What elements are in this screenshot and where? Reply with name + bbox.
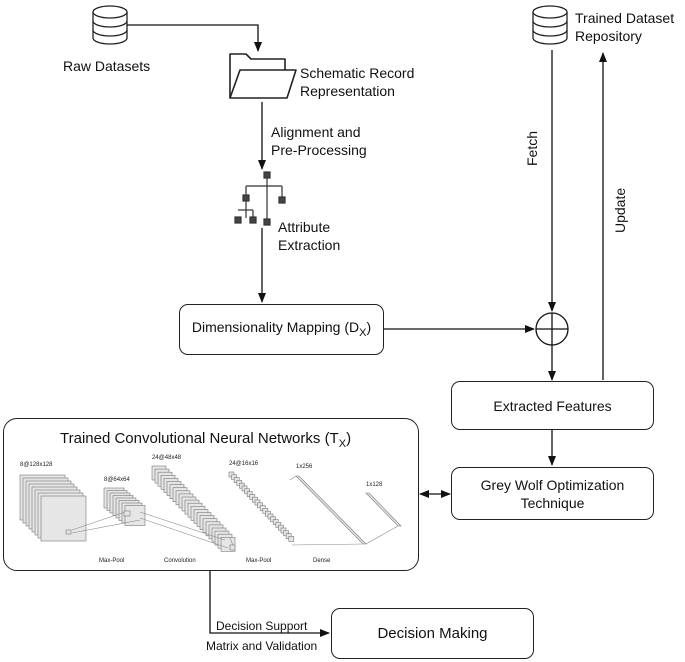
schematic-record-label: Schematic Record Representation <box>300 64 414 100</box>
schematic-record-line2: Representation <box>300 83 395 99</box>
cnn-box <box>3 418 419 571</box>
cnn-connection <box>71 511 126 531</box>
extracted-features-box: Extracted Features <box>451 381 654 430</box>
arrow-cnn-to-decision <box>209 571 330 637</box>
extracted-features-label: Extracted Features <box>493 397 612 414</box>
fetch-label: Fetch <box>524 130 540 166</box>
decision-making-box: Decision Making <box>331 608 534 659</box>
cnn-connection <box>71 519 141 534</box>
dimensionality-mapping-box: Dimensionality Mapping (DX) <box>179 304 384 355</box>
grey-wolf-box: Grey Wolf Optimization Technique <box>451 467 654 520</box>
decision-support-label: Decision Support Matrix and Validation <box>206 616 317 656</box>
cnn-kernel-1 <box>65 529 72 535</box>
cnn-title: Trained Convolutional Neural Networks (T… <box>60 430 352 450</box>
cnn-map-stack1 <box>40 495 87 542</box>
cnn-size-4: 1x256 <box>296 464 313 470</box>
update-label: Update <box>612 187 628 233</box>
folder-icon <box>229 53 297 99</box>
circle-plus-icon <box>535 312 569 346</box>
cnn-layer-name-1: Convolution <box>164 558 196 564</box>
attribute-line1: Attribute <box>278 219 331 235</box>
cnn-dense-2 <box>365 492 402 527</box>
cnn-layer-name-3: Dense <box>313 558 331 564</box>
cnn-illustration <box>19 465 402 552</box>
raw-datasets-database-icon <box>92 5 128 45</box>
cnn-connection <box>289 475 297 481</box>
cnn-connection <box>139 517 229 549</box>
alignment-label: Alignment and Pre-Processing <box>271 123 367 159</box>
decision-support-line2: Matrix and Validation <box>206 639 318 653</box>
cnn-size-3: 24@16x16 <box>229 461 259 467</box>
cnn-size-5: 1x128 <box>366 482 383 488</box>
alignment-line1: Alignment and <box>271 124 361 140</box>
cnn-connection <box>291 543 364 546</box>
raw-datasets-label: Raw Datasets <box>63 58 151 74</box>
dimensionality-mapping-label: Dimensionality Mapping (DX) <box>191 318 372 339</box>
attribute-line2: Extraction <box>278 237 341 253</box>
grey-wolf-line2: Technique <box>520 494 585 511</box>
schematic-record-line1: Schematic Record <box>300 65 415 81</box>
cnn-size-0: 8@128x128 <box>20 462 53 468</box>
attribute-label: Attribute Extraction <box>278 218 340 254</box>
alignment-line2: Pre-Processing <box>271 142 367 158</box>
cnn-kernel-2 <box>123 510 131 517</box>
grey-wolf-line1: Grey Wolf Optimization <box>480 476 625 493</box>
trained-repo-label: Trained Dataset Repository <box>575 9 674 45</box>
hierarchy-icon <box>234 171 286 226</box>
cnn-layer-name-2: Max-Pool <box>246 558 272 564</box>
trained-repo-line2: Repository <box>575 28 642 44</box>
cnn-connection <box>365 525 399 545</box>
cnn-layer-name-0: Max-Pool <box>99 558 125 564</box>
cnn-kernel-3 <box>229 544 236 551</box>
cnn-connection <box>139 511 226 541</box>
grey-wolf-label: Grey Wolf Optimization Technique <box>481 476 625 512</box>
decision-support-line1: Decision Support <box>216 619 308 633</box>
cnn-map-stack4 <box>288 536 295 542</box>
cnn-size-2: 24@48x48 <box>152 455 182 461</box>
cnn-size-1: 8@64x64 <box>104 477 130 483</box>
trained-repo-database-icon <box>532 5 568 45</box>
arrow-raw-to-folder <box>127 24 262 52</box>
decision-making-label: Decision Making <box>377 624 488 642</box>
trained-repo-line1: Trained Dataset <box>575 10 675 26</box>
